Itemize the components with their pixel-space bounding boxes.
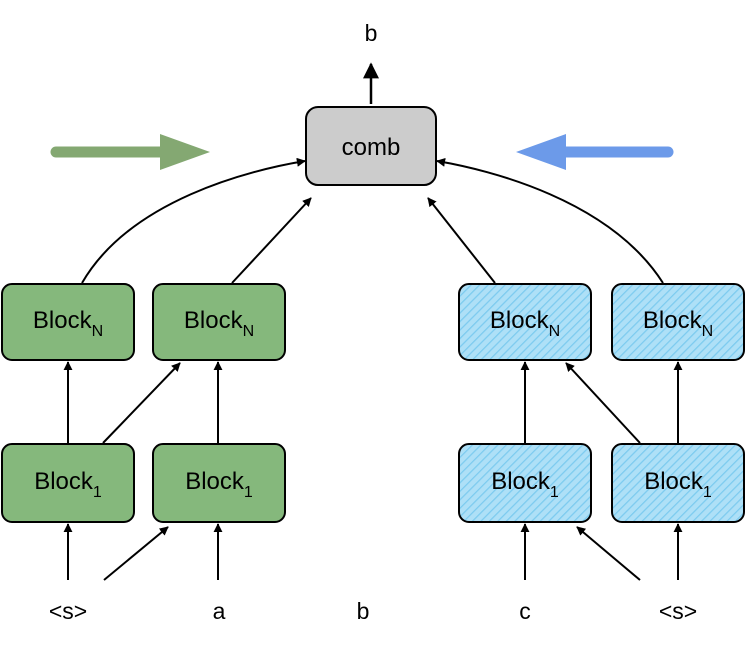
block-label: Block [490, 307, 550, 334]
edge-blockN-3-to-comb [427, 197, 496, 284]
svg-text:BlockN: BlockN [643, 307, 713, 340]
input-token: <s> [49, 598, 87, 624]
svg-text:BlockN: BlockN [184, 307, 254, 340]
edge-blockN-1-to-comb [81, 157, 306, 284]
edge-token-5-to-block1-3 [576, 526, 641, 581]
left-arrow-icon [516, 134, 674, 170]
input-token: b [357, 598, 370, 624]
edge-block1-4-to-blockN-3 [565, 362, 641, 444]
svg-text:Block1: Block1 [491, 468, 559, 501]
edge-blockN-2-to-comb [231, 197, 312, 284]
block-subscript: 1 [244, 484, 253, 501]
block-label: Block [184, 307, 244, 334]
block-subscript: 1 [703, 484, 712, 501]
block-label: Block [491, 468, 551, 495]
block-n-4: BlockN [611, 283, 745, 361]
block-n-1: BlockN [1, 283, 135, 361]
block-subscript: N [243, 323, 255, 340]
edge-blockN-4-to-comb [436, 157, 664, 284]
block-subscript: 1 [93, 484, 102, 501]
block-subscript: N [92, 323, 104, 340]
block-label: Block [644, 468, 704, 495]
input-token: c [519, 598, 531, 624]
block-label: Block [643, 307, 703, 334]
block-label: Block [33, 307, 93, 334]
block-subscript: 1 [550, 484, 559, 501]
block-n-3: BlockN [458, 283, 592, 361]
block-n-2: BlockN [152, 283, 286, 361]
edge-block1-1-to-blockN-2 [102, 362, 181, 444]
edge-token-1-to-block1-2 [103, 526, 169, 581]
svg-text:Block1: Block1 [644, 468, 712, 501]
comb-label: comb [342, 134, 401, 161]
block-1-4: Block1 [611, 443, 745, 523]
svg-text:Block1: Block1 [185, 468, 253, 501]
svg-text:BlockN: BlockN [33, 307, 103, 340]
output-token: b [365, 20, 378, 46]
right-arrow-icon [50, 134, 210, 170]
input-token: <s> [659, 598, 697, 624]
input-token: a [213, 598, 226, 624]
block-subscript: N [549, 323, 561, 340]
block-1-3: Block1 [458, 443, 592, 523]
block-1-1: Block1 [1, 443, 135, 523]
svg-text:Block1: Block1 [34, 468, 102, 501]
block-1-2: Block1 [152, 443, 286, 523]
comb-node: comb [305, 106, 437, 186]
block-subscript: N [702, 323, 714, 340]
block-label: Block [34, 468, 94, 495]
svg-text:BlockN: BlockN [490, 307, 560, 340]
block-label: Block [185, 468, 245, 495]
